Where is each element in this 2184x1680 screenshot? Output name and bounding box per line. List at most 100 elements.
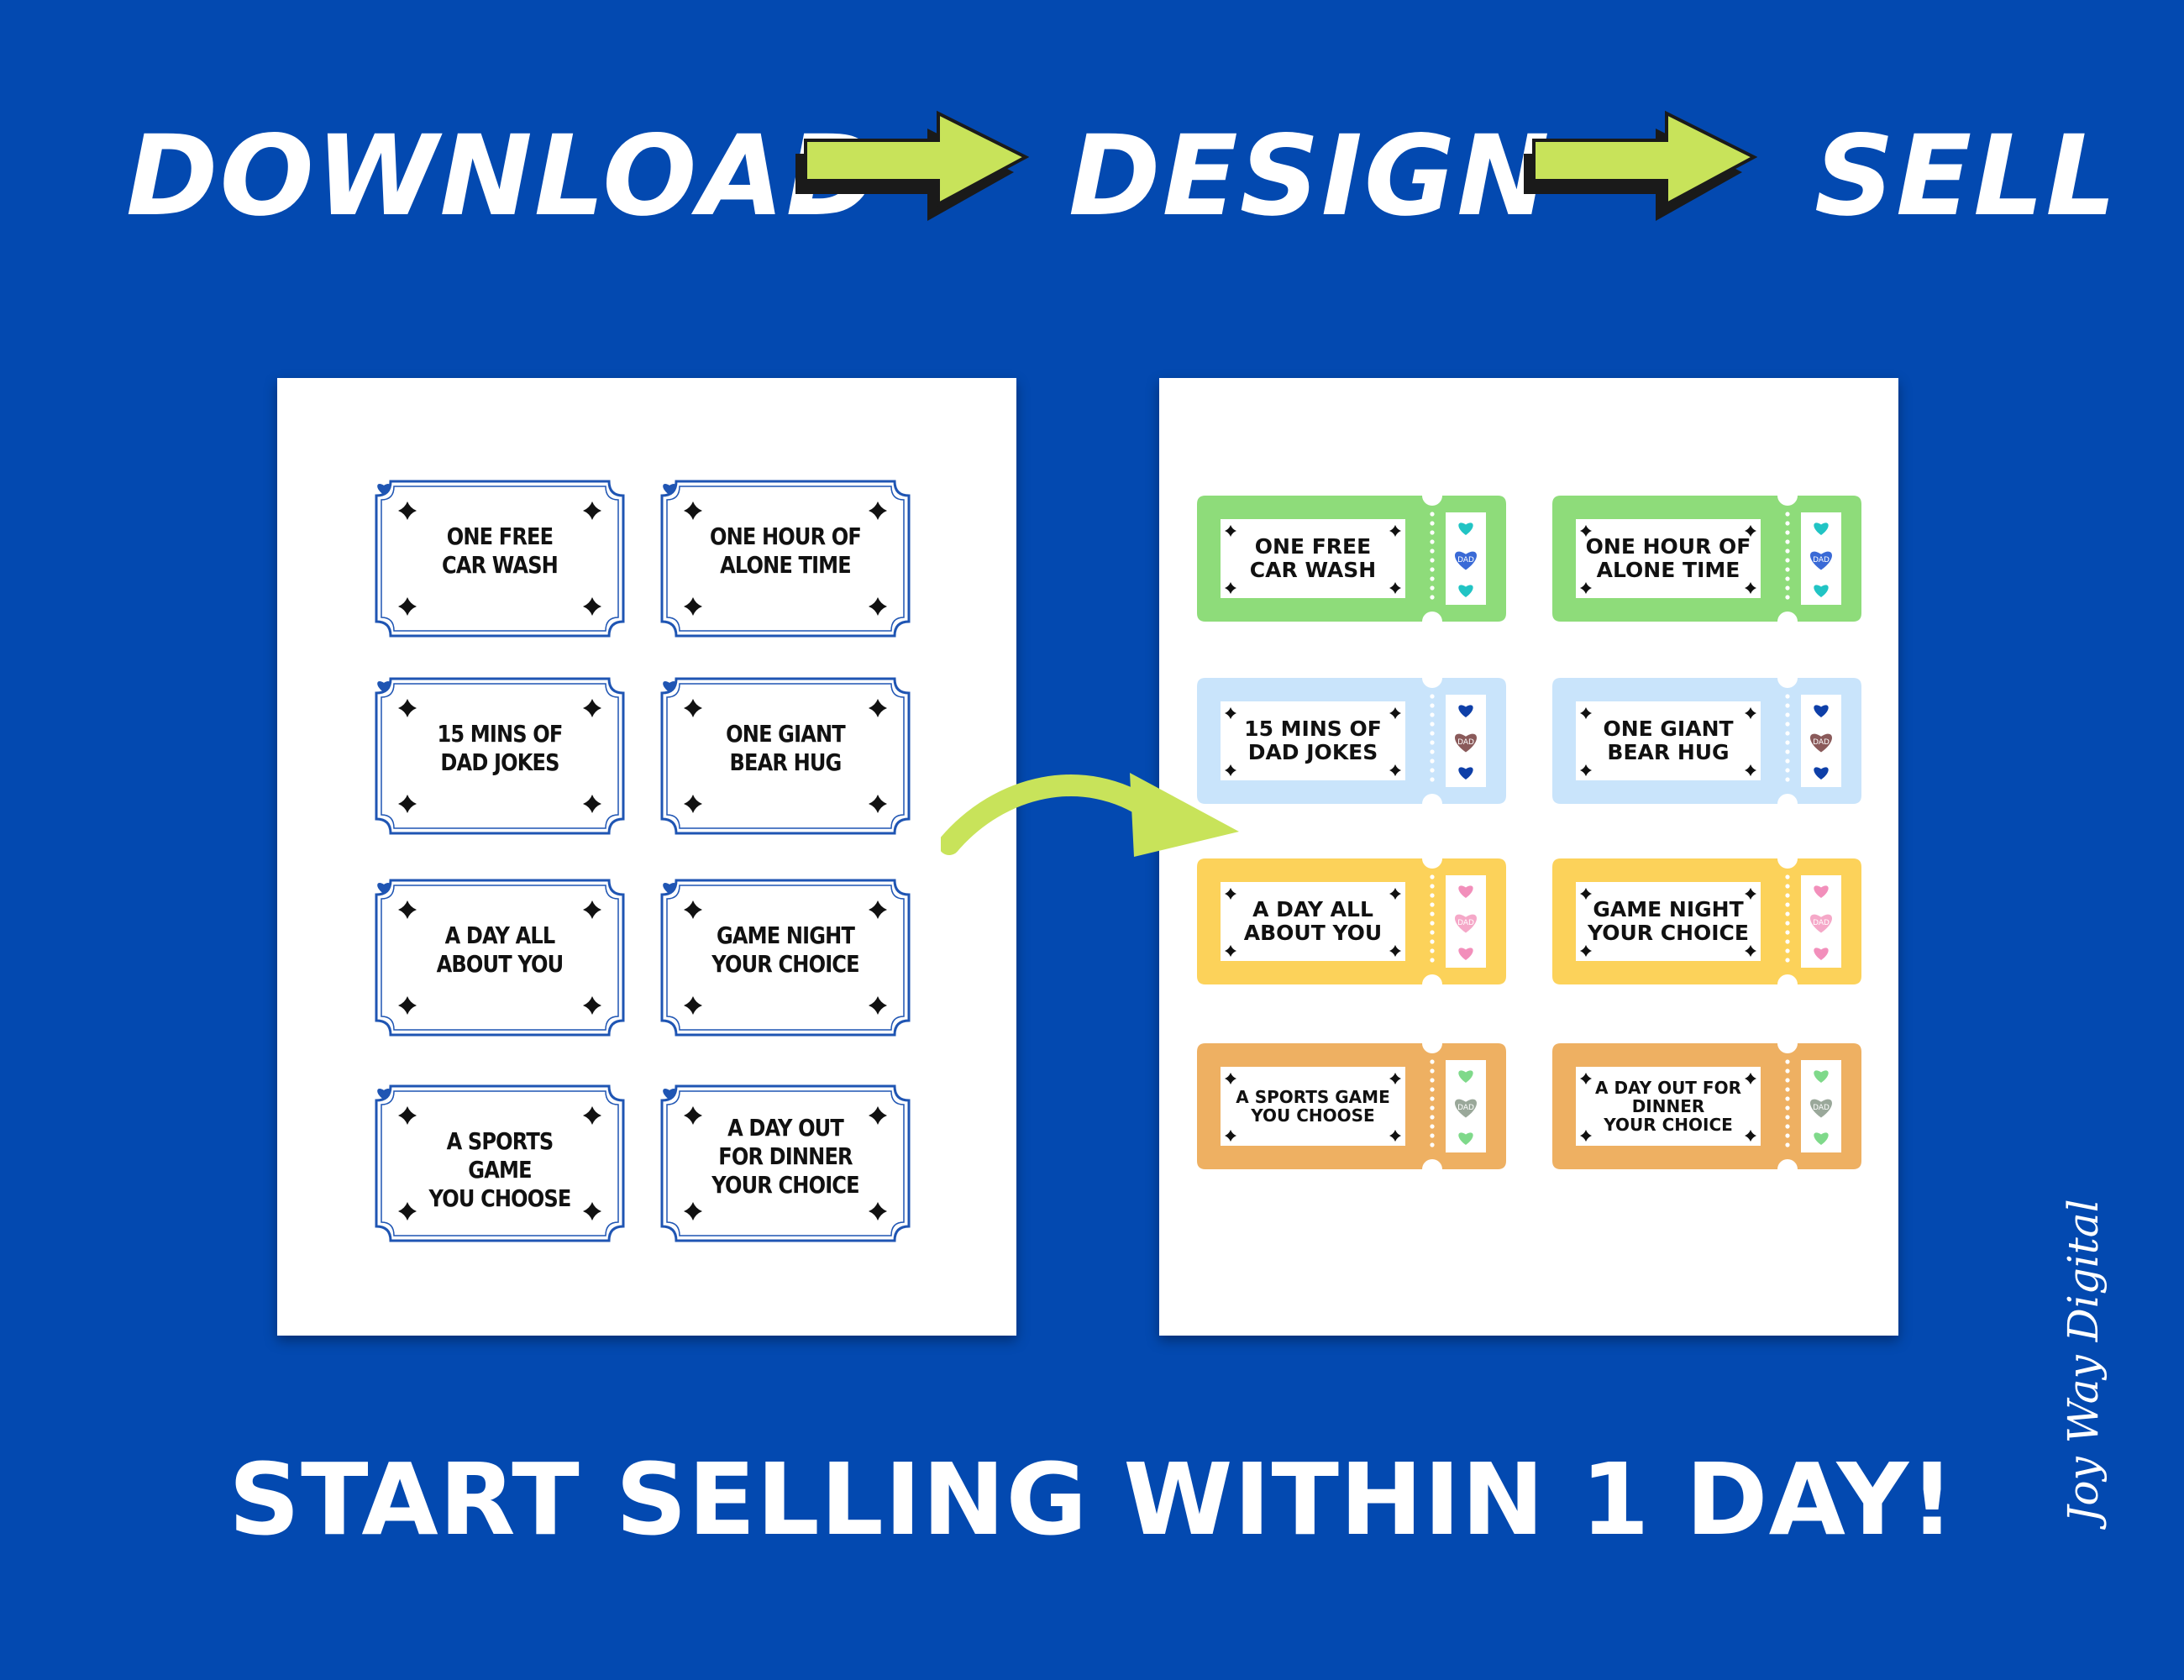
sparkle-icon	[583, 597, 601, 616]
stub-label: DAD	[1457, 919, 1474, 927]
sparkle-icon	[1580, 1130, 1592, 1142]
bottom-caption: START SELLING WITHIN 1 DAY!	[228, 1441, 1956, 1557]
stub-label: DAD	[1457, 556, 1474, 564]
sparkle-icon	[583, 1202, 601, 1221]
sparkle-icon	[869, 699, 887, 717]
sparkle-icon	[869, 597, 887, 616]
heart-icon	[1814, 1070, 1829, 1083]
ticket-label: DINNER	[1631, 1096, 1705, 1116]
step-sell-title: SELL	[1814, 112, 2118, 241]
sparkle-icon	[869, 501, 887, 520]
sparkle-icon	[1225, 888, 1236, 900]
coupon-label: DAD JOKES	[440, 748, 559, 776]
ticket-label: CAR WASH	[1249, 558, 1377, 582]
coupon-label: YOUR CHOICE	[711, 950, 859, 978]
ticket-label: ONE FREE	[1254, 534, 1372, 559]
sparkle-icon	[1225, 582, 1236, 594]
sparkle-icon	[869, 1202, 887, 1221]
heart-icon	[1814, 767, 1829, 780]
sparkle-icon	[684, 795, 702, 813]
sparkle-icon	[583, 699, 601, 717]
coupon-label: A SPORTS GAME	[446, 1127, 554, 1184]
coupon-label: BEAR HUG	[729, 748, 843, 776]
heart-icon	[1458, 767, 1473, 780]
sparkle-icon	[684, 597, 702, 616]
ticket-label: ABOUT YOU	[1243, 921, 1383, 945]
sparkle-icon	[684, 699, 702, 717]
ticket-label: ONE HOUR OF	[1585, 534, 1751, 559]
sparkle-icon	[1580, 1073, 1592, 1084]
heart-icon	[1458, 885, 1473, 898]
sparkle-icon	[1225, 1073, 1236, 1084]
stub-label: DAD	[1457, 1104, 1474, 1112]
sparkle-icon	[583, 1106, 601, 1125]
sparkle-icon	[583, 996, 601, 1015]
sparkle-icon	[1745, 525, 1756, 537]
sparkle-icon	[684, 1106, 702, 1125]
sparkle-icon	[398, 1106, 417, 1125]
heart-icon	[1458, 1070, 1473, 1083]
brand-signature: Joy Way Digital	[2059, 1199, 2108, 1523]
ticket-label: A DAY ALL	[1252, 897, 1373, 921]
coupon-label: CAR WASH	[442, 551, 559, 579]
sparkle-icon	[1389, 582, 1401, 594]
coupon-label: ONE HOUR OF	[709, 522, 862, 550]
heart-icon	[377, 483, 391, 496]
sparkle-icon	[1580, 888, 1592, 900]
ticket-label: A SPORTS GAME	[1236, 1087, 1390, 1107]
step-design-title: DESIGN	[1068, 112, 1551, 241]
ticket-label: GAME NIGHT	[1593, 897, 1744, 921]
sparkle-icon	[1745, 945, 1756, 957]
coupon-label: ONE FREE	[446, 522, 554, 550]
heart-icon	[1458, 1132, 1473, 1145]
heart-icon	[1455, 551, 1477, 570]
sparkle-icon	[1225, 707, 1236, 719]
heart-icon	[1814, 948, 1829, 960]
sparkle-icon	[1745, 888, 1756, 900]
sparkle-icon	[398, 1202, 417, 1221]
arrow-right-icon	[1524, 110, 1757, 221]
arrow-right-icon	[795, 110, 1029, 221]
heart-icon	[663, 882, 676, 895]
coupon-label: YOU CHOOSE	[428, 1184, 572, 1212]
sparkle-icon	[398, 996, 417, 1015]
sparkle-icon	[1389, 1073, 1401, 1084]
heart-icon	[663, 1088, 676, 1100]
coupon-label: GAME NIGHT	[716, 921, 855, 949]
sparkle-icon	[398, 501, 417, 520]
ticket-label: DAD JOKES	[1247, 740, 1378, 764]
sparkle-icon	[1745, 707, 1756, 719]
heart-icon	[1814, 1132, 1829, 1145]
sparkle-icon	[1389, 707, 1401, 719]
coupon-label: A DAY ALL	[444, 921, 556, 949]
heart-icon	[1455, 733, 1477, 753]
heart-icon	[1455, 914, 1477, 933]
sparkle-icon	[1389, 764, 1401, 776]
sparkle-icon	[583, 900, 601, 919]
stub-label: DAD	[1813, 919, 1830, 927]
ticket-label: BEAR HUG	[1607, 740, 1730, 764]
heart-icon	[377, 1088, 391, 1100]
sparkle-icon	[1580, 764, 1592, 776]
sparkle-icon	[869, 1106, 887, 1125]
stub-label: DAD	[1813, 738, 1830, 747]
heart-icon	[377, 680, 391, 693]
sparkle-icon	[684, 996, 702, 1015]
sparkle-icon	[869, 996, 887, 1015]
sparkle-icon	[398, 900, 417, 919]
ticket-label: ALONE TIME	[1596, 558, 1740, 582]
sparkle-icon	[1389, 945, 1401, 957]
sparkle-icon	[1580, 945, 1592, 957]
coupon-label: ABOUT YOU	[436, 950, 564, 978]
curved-arrow-icon	[941, 773, 1239, 857]
